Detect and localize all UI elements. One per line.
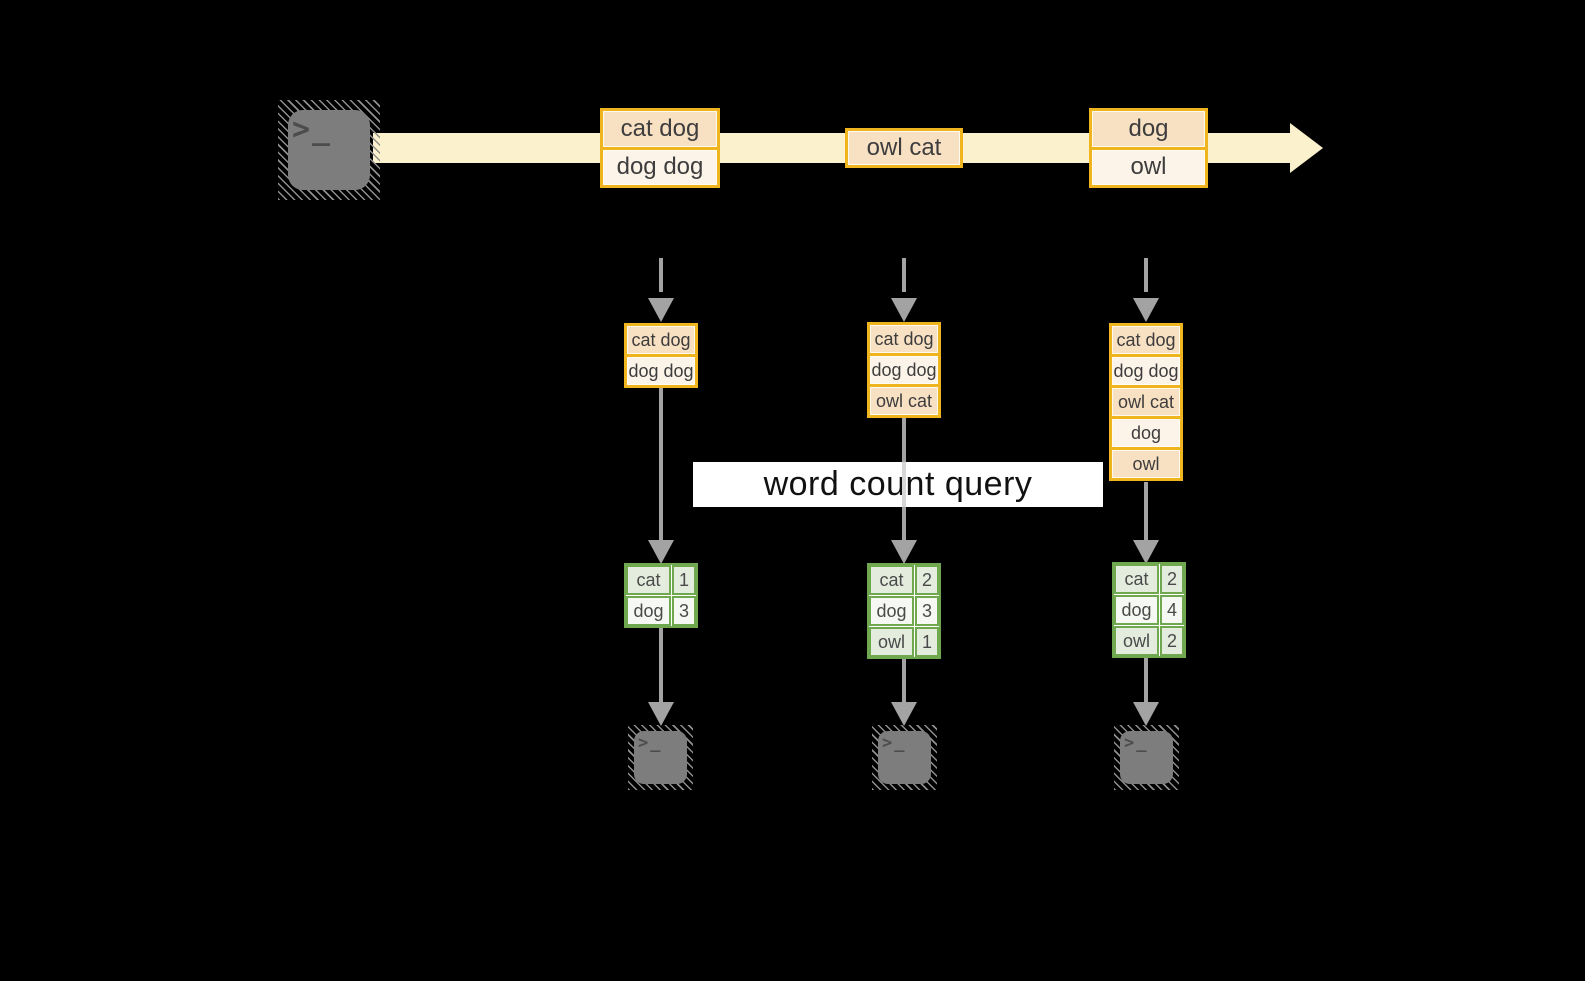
dashed-arrow-head (1133, 298, 1159, 322)
table-cell-word: cat (869, 565, 914, 595)
table-cell-count: 2 (1160, 564, 1184, 594)
query-label: word count query (763, 465, 1033, 503)
terminal-screen (288, 110, 370, 190)
dashed-arrow-line (659, 258, 663, 292)
dashed-arrow-line (1144, 258, 1148, 292)
stack-row: owl cat (870, 384, 938, 415)
table-cell-count: 3 (915, 596, 939, 626)
table-cell-word: dog (869, 596, 914, 626)
wordcount-table-3: cat 2 dog 4 owl 2 (1112, 562, 1186, 658)
table-cell-word: dog (1114, 595, 1159, 625)
stack-row: dog dog (870, 353, 938, 384)
dashed-arrow-head (891, 298, 917, 322)
table-cell-word: owl (1114, 626, 1159, 656)
batch-row: dog (1092, 111, 1205, 147)
table-cell-count: 3 (672, 596, 696, 626)
terminal-source-icon: >_ (278, 100, 380, 200)
input-stack-1: cat dog dog dog (624, 323, 698, 388)
arrow-head (1133, 702, 1159, 726)
arrow-head (648, 540, 674, 564)
prompt-glyph: >_ (882, 733, 907, 753)
arrow-line (659, 387, 663, 542)
table-cell-word: owl (869, 627, 914, 657)
wordcount-table-2: cat 2 dog 3 owl 1 (867, 563, 941, 659)
arrow-head (891, 702, 917, 726)
stack-row: owl (1112, 447, 1180, 478)
stack-row: cat dog (1112, 326, 1180, 354)
terminal-sink-icon-3: >_ (1114, 725, 1179, 790)
batch-row: dog dog (603, 146, 717, 185)
dashed-arrow-line (902, 258, 906, 292)
stream-batch-3: dog owl (1089, 108, 1208, 188)
terminal-screen (1120, 731, 1173, 784)
input-stack-3: cat dog dog dog owl cat dog owl (1109, 323, 1183, 481)
batch-row: owl cat (848, 131, 960, 165)
stack-row: dog (1112, 416, 1180, 447)
terminal-sink-icon-1: >_ (628, 725, 693, 790)
stack-row: dog dog (627, 354, 695, 385)
arrow-line (902, 658, 906, 704)
arrow-head (891, 540, 917, 564)
arrow-line (1144, 482, 1148, 542)
table-cell-count: 1 (672, 565, 696, 595)
table-cell-count: 2 (1160, 626, 1184, 656)
terminal-screen (878, 731, 931, 784)
stack-row: cat dog (870, 325, 938, 353)
arrow-head (648, 702, 674, 726)
prompt-glyph: >_ (1124, 733, 1149, 753)
query-band: word count query (693, 462, 1103, 507)
table-cell-word: dog (626, 596, 671, 626)
batch-row: owl (1092, 146, 1205, 185)
table-cell-count: 1 (915, 627, 939, 657)
table-cell-word: cat (626, 565, 671, 595)
terminal-screen (634, 731, 687, 784)
arrow-head (1133, 540, 1159, 564)
stream-batch-2: owl cat (845, 128, 963, 168)
table-cell-count: 4 (1160, 595, 1184, 625)
prompt-glyph: >_ (638, 733, 663, 753)
batch-row: cat dog (603, 111, 717, 147)
arrow-line (1144, 657, 1148, 704)
table-cell-count: 2 (915, 565, 939, 595)
arrow-line (659, 628, 663, 704)
stream-batch-1: cat dog dog dog (600, 108, 720, 188)
arrow-through-band (902, 462, 906, 507)
stack-row: dog dog (1112, 354, 1180, 385)
input-stack-2: cat dog dog dog owl cat (867, 322, 941, 418)
prompt-glyph: >_ (292, 112, 333, 147)
table-cell-word: cat (1114, 564, 1159, 594)
wordcount-table-1: cat 1 dog 3 (624, 563, 698, 628)
terminal-sink-icon-2: >_ (872, 725, 937, 790)
stream-arrowhead (1290, 123, 1323, 173)
dashed-arrow-head (648, 298, 674, 322)
stack-row: owl cat (1112, 385, 1180, 416)
stack-row: cat dog (627, 326, 695, 354)
